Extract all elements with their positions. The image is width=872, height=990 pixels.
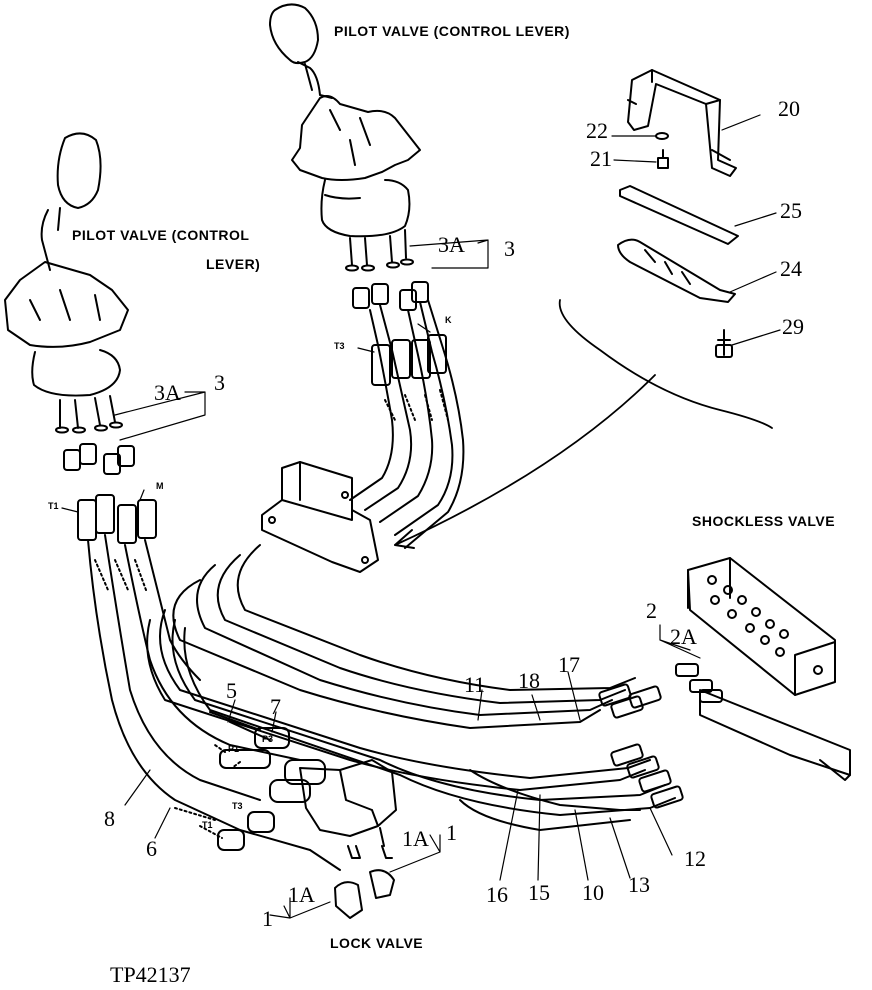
callout-21: 21 xyxy=(590,146,612,171)
shockless-valve-drawing xyxy=(687,557,851,781)
lock-valve-title: LOCK VALVE xyxy=(330,935,424,951)
pointer-arrow xyxy=(394,299,773,549)
figure-id: TP42137 xyxy=(110,962,191,987)
callout-11: 11 xyxy=(464,672,486,697)
left-hoses xyxy=(87,534,311,851)
port-t3-top: T3 xyxy=(334,341,345,351)
callout-1a-left: 1A xyxy=(288,882,315,907)
bracket-parts-drawing xyxy=(617,69,739,358)
callout-24: 24 xyxy=(780,256,802,281)
callout-17: 17 xyxy=(558,652,580,677)
callout-2a: 2A xyxy=(670,624,697,649)
callout-7: 7 xyxy=(270,694,281,719)
port-t3-lock: T3 xyxy=(232,801,243,811)
port-p3: P3 xyxy=(262,734,274,744)
callout-10: 10 xyxy=(582,880,604,905)
callout-3a-top: 3A xyxy=(438,232,465,257)
callout-29: 29 xyxy=(782,314,804,339)
callout-2: 2 xyxy=(646,598,657,623)
port-m: M xyxy=(156,481,164,491)
pilot-valve-left-drawing xyxy=(4,132,157,544)
callout-12: 12 xyxy=(684,846,706,871)
port-p1: P1 xyxy=(228,744,240,754)
port-t1-lock: T1 xyxy=(202,820,213,830)
callout-25: 25 xyxy=(780,198,802,223)
callout-8: 8 xyxy=(104,806,115,831)
callout-1-left: 1 xyxy=(262,906,273,931)
top-hoses xyxy=(349,299,465,549)
callout-1a-right: 1A xyxy=(402,826,429,851)
callout-6: 6 xyxy=(146,836,157,861)
port-k: K xyxy=(445,315,452,325)
callout-1-right: 1 xyxy=(446,820,457,845)
callout-3-top: 3 xyxy=(504,236,515,261)
right-fittings xyxy=(598,663,723,809)
callout-3a-left: 3A xyxy=(154,380,181,405)
pilot-valve-top-title: PILOT VALVE (CONTROL LEVER) xyxy=(334,23,570,39)
pilot-valve-left-title-line2: LEVER) xyxy=(206,256,261,272)
port-t1-left: T1 xyxy=(48,501,59,511)
main-hose-bundle xyxy=(146,544,676,831)
pilot-valve-top-drawing xyxy=(269,3,429,311)
leader-lines xyxy=(61,114,781,919)
callout-5: 5 xyxy=(226,678,237,703)
callout-20: 20 xyxy=(778,96,800,121)
pilot-valve-left-title-line1: PILOT VALVE (CONTROL xyxy=(72,227,250,243)
callout-3-left: 3 xyxy=(214,370,225,395)
callout-16: 16 xyxy=(486,882,508,907)
callout-15: 15 xyxy=(528,880,550,905)
center-bracket-drawing xyxy=(261,461,379,573)
callout-13: 13 xyxy=(628,872,650,897)
lock-valve-drawing xyxy=(174,711,397,919)
callout-18: 18 xyxy=(518,668,540,693)
callout-22: 22 xyxy=(586,118,608,143)
shockless-valve-title: SHOCKLESS VALVE xyxy=(692,513,836,529)
